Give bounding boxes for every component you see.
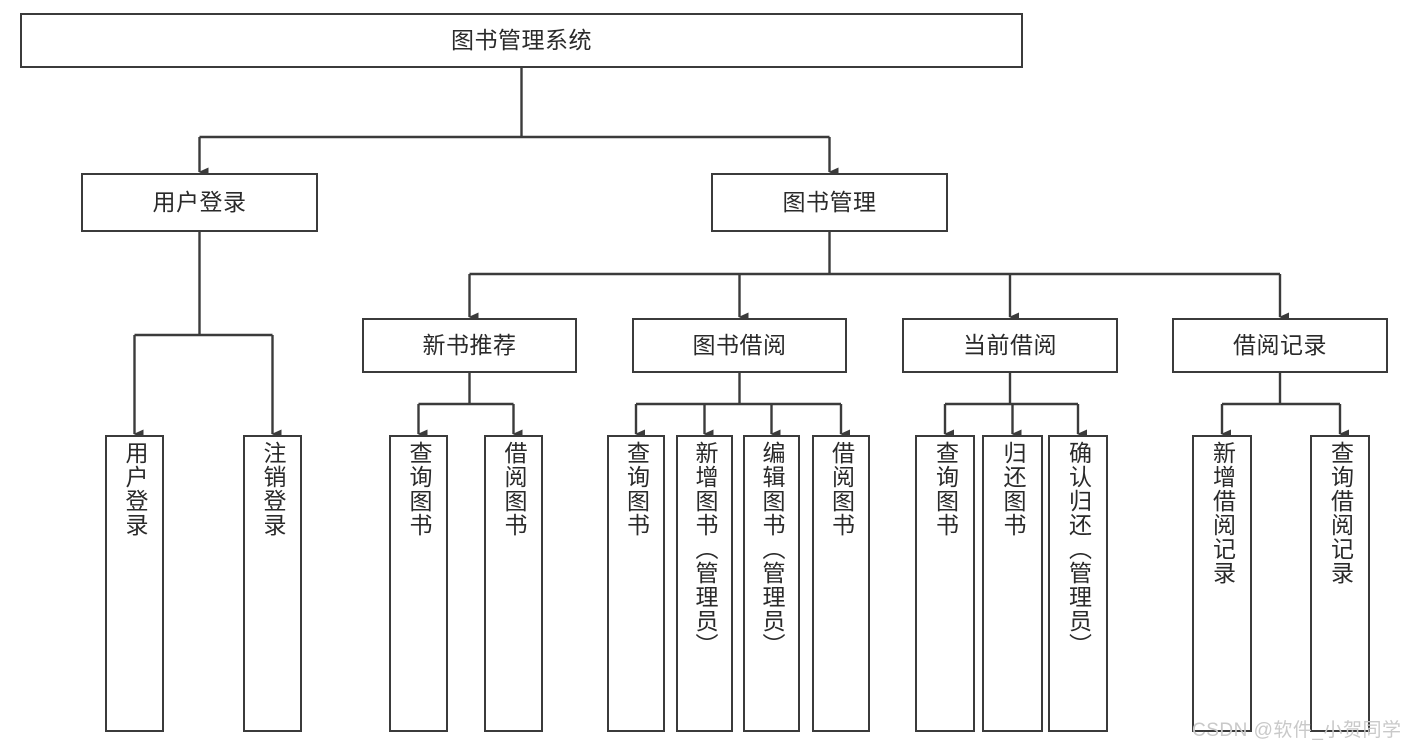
node-leaf-borrow-4[interactable]: 借阅图书 — [812, 435, 870, 732]
node-label: 编辑图书（管理员） — [759, 441, 785, 657]
node-bookmgmt[interactable]: 图书管理 — [711, 173, 948, 232]
node-label: 新书推荐 — [422, 331, 517, 358]
node-login[interactable]: 用户登录 — [81, 173, 318, 232]
node-current[interactable]: 当前借阅 — [902, 318, 1118, 373]
node-label: 图书管理 — [782, 188, 877, 215]
node-label: 借阅图书 — [501, 441, 527, 537]
node-leaf-new-2[interactable]: 借阅图书 — [484, 435, 543, 732]
connector-group — [133, 68, 1349, 439]
node-root[interactable]: 图书管理系统 — [20, 13, 1023, 68]
node-leaf-cur-3[interactable]: 确认归还（管理员） — [1048, 435, 1108, 732]
node-label: 新增借阅记录 — [1209, 441, 1236, 585]
node-label: 确认归还（管理员） — [1065, 441, 1092, 657]
node-label: 归还图书 — [1000, 441, 1026, 537]
node-leaf-borrow-1[interactable]: 查询图书 — [607, 435, 665, 732]
node-newbook[interactable]: 新书推荐 — [362, 318, 577, 373]
node-label: 查询图书 — [406, 441, 432, 537]
node-leaf-rec-1[interactable]: 新增借阅记录 — [1192, 435, 1252, 732]
node-label: 查询借阅记录 — [1327, 441, 1354, 585]
node-leaf-login-1[interactable]: 用户登录 — [105, 435, 164, 732]
node-leaf-login-2[interactable]: 注销登录 — [243, 435, 302, 732]
node-leaf-borrow-2[interactable]: 新增图书（管理员） — [676, 435, 733, 732]
node-label: 借阅图书 — [828, 441, 855, 537]
node-records[interactable]: 借阅记录 — [1172, 318, 1388, 373]
node-label: 用户登录 — [122, 441, 148, 537]
node-label: 用户登录 — [152, 188, 247, 215]
node-leaf-rec-2[interactable]: 查询借阅记录 — [1310, 435, 1370, 732]
node-leaf-cur-2[interactable]: 归还图书 — [982, 435, 1043, 732]
node-label: 图书管理系统 — [451, 26, 592, 53]
node-leaf-borrow-3[interactable]: 编辑图书（管理员） — [743, 435, 800, 732]
node-label: 新增图书（管理员） — [692, 441, 718, 657]
node-label: 查询图书 — [623, 441, 650, 537]
node-leaf-new-1[interactable]: 查询图书 — [389, 435, 448, 732]
node-label: 借阅记录 — [1233, 331, 1327, 358]
node-label: 查询图书 — [932, 441, 959, 537]
node-borrow[interactable]: 图书借阅 — [632, 318, 847, 373]
node-label: 注销登录 — [260, 441, 286, 537]
node-label: 图书借阅 — [692, 331, 787, 358]
node-leaf-cur-1[interactable]: 查询图书 — [915, 435, 975, 732]
node-label: 当前借阅 — [963, 331, 1057, 358]
